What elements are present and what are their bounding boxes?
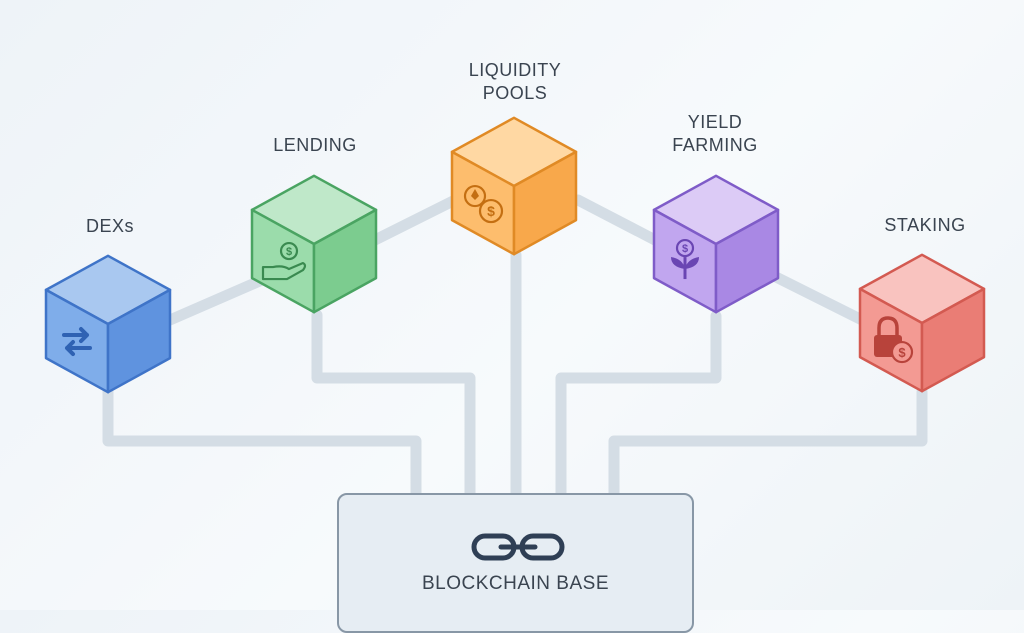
cube-staking: $ (858, 253, 986, 393)
connector-line (555, 310, 722, 503)
svg-text:$: $ (898, 345, 906, 360)
cube-dexs (44, 254, 172, 394)
connector-line (608, 386, 928, 503)
svg-text:$: $ (286, 246, 292, 258)
swap-arrows-icon (62, 327, 92, 357)
label-staking: STAKING (884, 215, 966, 235)
diagram-svg: $ $ $ $ (44, 116, 986, 503)
cube-right-face (312, 208, 378, 314)
blockchain-base-box: BLOCKCHAIN BASE (337, 493, 694, 633)
cube-lending: $ (250, 174, 378, 314)
cube-yield-farming: $ (652, 174, 780, 314)
cube-right-face (920, 287, 986, 393)
connector-line (369, 194, 461, 246)
label-liquidity-pools: LIQUIDITY POOLS (468, 60, 562, 103)
connector-line (164, 274, 268, 326)
blockchain-base-label: BLOCKCHAIN BASE (422, 573, 609, 594)
plant-coin-icon: $ (671, 238, 699, 280)
label-yield-farming: YIELD FARMING (672, 112, 758, 155)
connector-line (572, 194, 661, 246)
coins-icon: $ (463, 184, 504, 224)
cube-liquidity-pools: $ (450, 116, 578, 256)
chain-link-icon (471, 533, 565, 561)
label-lending: LENDING (273, 135, 357, 155)
label-dexs: DEXs (85, 216, 134, 236)
cubes: $ $ $ $ (44, 116, 986, 394)
cube-right-face (106, 288, 172, 394)
svg-text:$: $ (487, 203, 495, 219)
connectors (102, 194, 928, 503)
lock-coin-icon: $ (874, 316, 914, 364)
cube-right-face (512, 150, 578, 256)
diagram-canvas: $ $ $ $ DEXs LENDING LIQUIDITY POOLS YIELD … (44, 60, 986, 633)
hand-coin-icon: $ (261, 241, 307, 281)
connector-line (311, 309, 476, 503)
cube-right-face (714, 208, 780, 314)
svg-text:$: $ (682, 243, 688, 255)
connector-line (772, 272, 868, 326)
connector-line (102, 386, 422, 503)
